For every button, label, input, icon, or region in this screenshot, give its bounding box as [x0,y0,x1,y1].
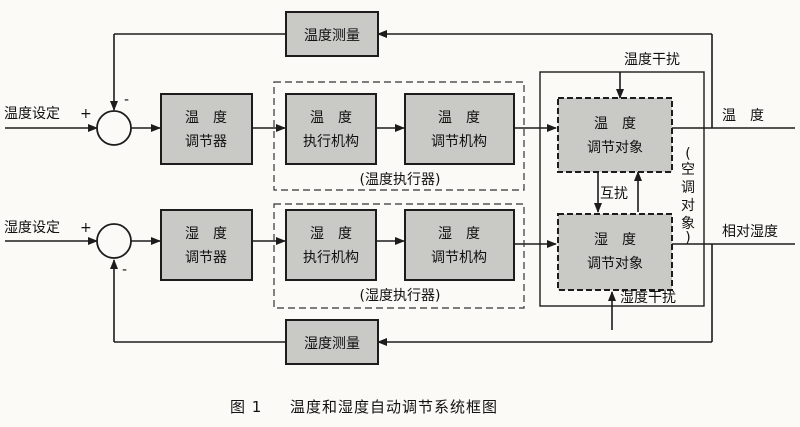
interaction-label: 互扰 [600,186,628,202]
humid-object-line2: 调节对象 [587,256,643,272]
temp-actuator-line2: 执行机构 [303,134,359,150]
temp-measure-block [285,11,379,57]
svg-text:): ) [685,230,690,246]
aircon-object-caption: ( 空 调 对 象 ) [681,146,695,246]
humid-regulator-block [404,209,515,281]
humid-measure-label: 湿度测量 [304,336,360,352]
humid-plus-sign: + [80,220,92,236]
humid-object-line1: 湿 度 [594,232,636,248]
svg-text:空: 空 [681,162,695,178]
temp-controller-line1: 温 度 [185,110,227,126]
temp-summing-junction [96,110,132,146]
humid-output-label: 相对湿度 [722,224,778,240]
temp-controller-line2: 调节器 [185,134,227,150]
humid-measure-block [285,319,379,365]
temp-actuator-line1: 温 度 [310,110,352,126]
humid-executor-group [273,203,525,309]
humid-regulator-line1: 湿 度 [438,226,480,242]
humid-summing-junction [96,223,132,259]
temp-actuator-block [285,93,377,165]
humid-regulator-line2: 调节机构 [431,250,487,266]
temp-plus-sign: + [80,106,92,122]
humid-object-block [557,213,673,291]
figure-number: 图 1 [230,398,262,416]
temp-measure-label: 温度测量 [304,28,360,44]
temp-regulator-line2: 调节机构 [431,134,487,150]
humid-controller-line2: 调节器 [185,250,227,266]
humid-controller-block [160,209,253,281]
humid-controller-line1: 湿 度 [185,226,227,242]
temp-setpoint-label: 温度设定 [4,106,60,122]
humid-actuator-block [285,209,377,281]
humid-executor-caption: (湿度执行器) [360,288,441,304]
temp-disturbance-label: 温度干扰 [624,52,680,68]
temp-object-line2: 调节对象 [587,140,643,156]
temp-regulator-block [404,93,515,165]
temp-object-block [557,97,673,173]
humid-actuator-line1: 湿 度 [310,226,352,242]
humid-setpoint-label: 湿度设定 [4,220,60,236]
temp-controller-block [160,93,253,165]
svg-text:对: 对 [681,198,695,214]
temp-minus-sign: - [124,92,129,108]
humid-disturbance-label: 湿度干扰 [620,290,676,306]
temp-regulator-line1: 温 度 [438,110,480,126]
temp-executor-group [273,81,525,191]
temp-executor-caption: (温度执行器) [360,172,441,188]
svg-text:象: 象 [681,216,695,232]
svg-text:调: 调 [681,180,695,196]
humid-minus-sign: - [122,262,127,278]
humid-actuator-line2: 执行机构 [303,250,359,266]
figure-title: 温度和湿度自动调节系统框图 [290,398,498,416]
svg-text:(: ( [685,146,690,162]
temp-output-label: 温 度 [722,108,764,124]
temp-object-line1: 温 度 [594,116,636,132]
aircon-object-frame [539,71,705,307]
